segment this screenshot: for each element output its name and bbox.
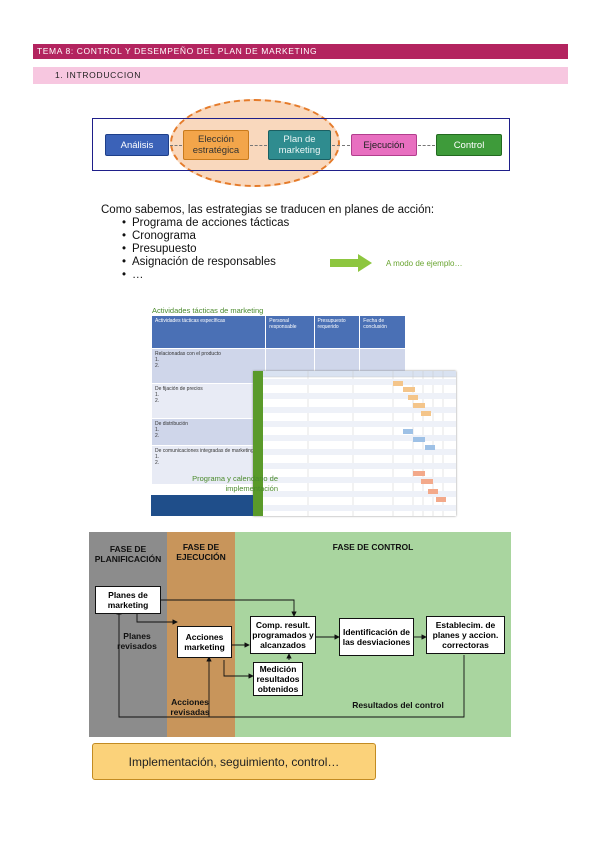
table-header: Personal responsable — [265, 315, 315, 349]
bullet-item: •Asignación de responsables — [122, 256, 276, 268]
flow-arrow — [170, 145, 182, 146]
box-comp-result: Comp. result. programados y alcanzados — [250, 616, 316, 654]
table-header: Presupuesto requerido — [313, 315, 361, 349]
box-planes-marketing: Planes de marketing — [95, 586, 161, 614]
phase-planning-title: FASE DE PLANIFICACIÓN — [94, 544, 162, 564]
box-identificacion: Identificación de las desviaciones — [339, 618, 414, 656]
label-resultados-control: Resultados del control — [352, 700, 444, 710]
flow-step-control: Control — [436, 134, 502, 156]
program-title: Programa y calendario de implementación — [192, 474, 278, 493]
label-planes-revisados: Planes revisados — [117, 631, 157, 651]
arrow-right-icon — [330, 254, 372, 272]
gantt-chart-image — [253, 371, 456, 516]
bullet-item: •Presupuesto — [122, 243, 197, 255]
bullet-item: •Cronograma — [122, 230, 196, 242]
flow-arrow — [332, 145, 350, 146]
flow-step-plan: Plan de marketing — [268, 130, 331, 160]
section-header: 1. INTRODUCCION — [33, 67, 568, 84]
flow-step-ejecucion: Ejecución — [351, 134, 417, 156]
table-header: Actividades tácticas específicas — [150, 315, 267, 349]
flow-step-eleccion: Elección estratégica — [183, 130, 249, 160]
phase-execution-title: FASE DE EJECUCIÓN — [176, 542, 226, 562]
phase-planning-area — [89, 532, 167, 737]
box-establecim: Establecim. de planes y accion. correcto… — [426, 616, 505, 654]
process-flow: Análisis Elección estratégica Plan de ma… — [92, 118, 510, 171]
table-header: Fecha de conclusión — [359, 315, 406, 349]
flow-step-analisis: Análisis — [105, 134, 169, 156]
activities-title: Actividades tácticas de marketing — [152, 306, 264, 315]
intro-text: Como sabemos, las estrategias se traduce… — [101, 204, 435, 216]
implementation-banner: Implementación, seguimiento, control… — [92, 743, 376, 780]
box-medicion: Medición resultados obtenidos — [253, 662, 303, 696]
box-acciones-marketing: Acciones marketing — [177, 626, 232, 658]
chapter-header: TEMA 8: CONTROL Y DESEMPEÑO DEL PLAN DE … — [33, 44, 568, 59]
diagram-connectors — [116, 599, 465, 718]
control-phases-diagram: FASE DE PLANIFICACIÓN FASE DE EJECUCIÓN … — [89, 532, 511, 737]
example-label: A modo de ejemplo… — [386, 259, 463, 268]
phase-control-title: FASE DE CONTROL — [332, 542, 414, 552]
flow-arrow — [418, 145, 435, 146]
label-acciones-revisadas: Acciones revisadas — [170, 697, 210, 717]
bullet-item: •Programa de acciones tácticas — [122, 217, 290, 229]
image-footer-bar — [151, 495, 253, 516]
bullet-item: •… — [122, 269, 144, 281]
flow-arrow — [250, 145, 267, 146]
